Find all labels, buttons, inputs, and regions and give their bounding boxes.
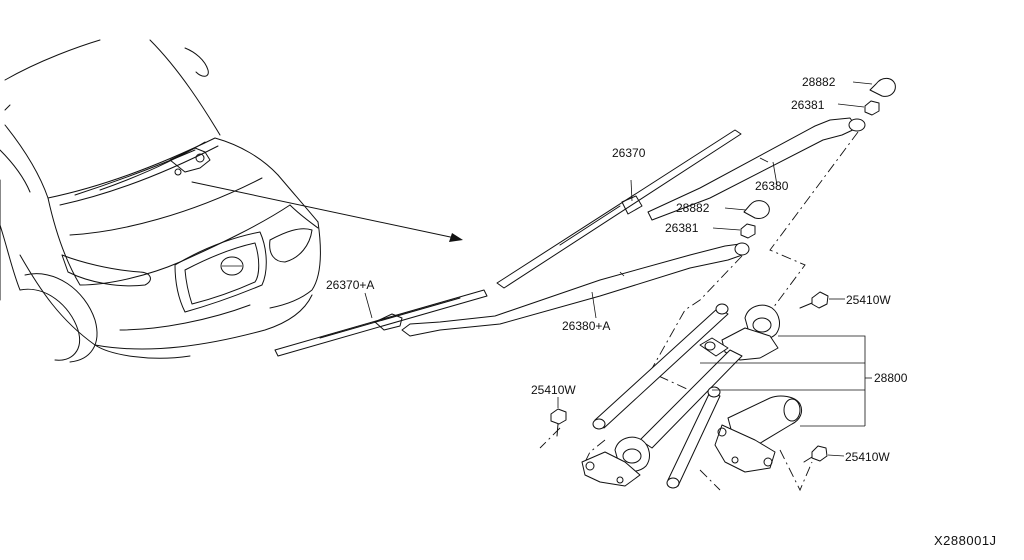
label-26370A: 26370+A (326, 278, 374, 292)
wiper-motor-linkage (581, 303, 803, 489)
bolt-right-lower (803, 445, 845, 463)
label-28882-lower: 28882 (676, 201, 710, 215)
figure-code: X288001J (934, 533, 997, 548)
label-25410W-lower: 25410W (845, 450, 890, 464)
wiper-arm-lh (401, 242, 750, 337)
pivot-nut-lower (712, 223, 756, 239)
pointer-arrow (191, 181, 463, 242)
assembly-leader-lines (539, 131, 859, 492)
pivot-nut-upper (837, 100, 880, 116)
label-25410W-upper: 25410W (846, 293, 891, 307)
bolt-left (550, 397, 567, 437)
wiper-arm-rh (647, 117, 866, 221)
wiper-blade-rh (496, 129, 742, 289)
pivot-cap-upper (852, 77, 896, 97)
label-26381-upper: 26381 (791, 98, 825, 112)
label-26381-lower: 26381 (665, 221, 699, 235)
label-28882-upper: 28882 (802, 75, 836, 89)
label-28800: 28800 (874, 371, 908, 385)
label-26370: 26370 (612, 146, 646, 160)
motor-linkage-leader (700, 335, 872, 427)
bolt-right-upper (799, 291, 845, 309)
wiper-blade-lh (274, 289, 488, 357)
label-26380: 26380 (755, 179, 789, 193)
pivot-cap-lower (724, 200, 770, 219)
label-25410W-left: 25410W (531, 383, 576, 397)
car-front-illustration (0, 39, 321, 363)
label-26380A: 26380+A (562, 319, 610, 333)
